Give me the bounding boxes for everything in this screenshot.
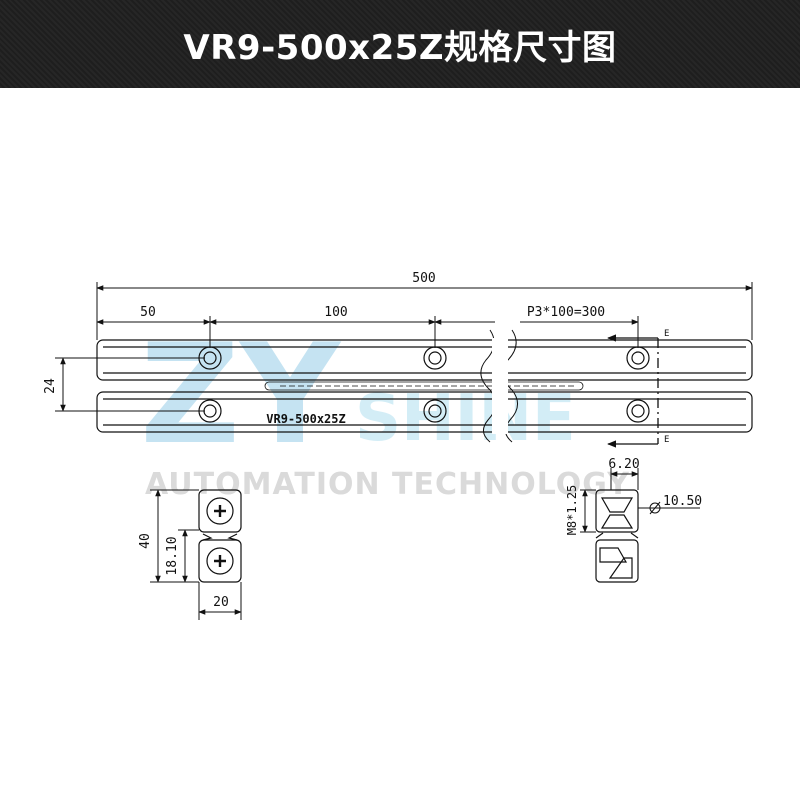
dim-height	[55, 357, 205, 412]
technical-drawing: ZY SHINE AUTOMATION TECHNOLOGY 500 50 10…	[43, 271, 753, 620]
section-line	[607, 334, 659, 448]
watermark: ZY SHINE AUTOMATION TECHNOLOGY	[140, 314, 630, 502]
watermark-logo: ZY	[140, 314, 342, 475]
watermark-tagline: AUTOMATION TECHNOLOGY	[145, 467, 630, 502]
watermark-brand: SHINE	[355, 382, 576, 456]
label-end-half: 18.10	[165, 536, 180, 575]
section-mark-bottom: E	[664, 435, 669, 445]
dim-end-view	[150, 489, 242, 620]
page-title: VR9-500x25Z规格尺寸图	[183, 27, 617, 68]
title-bar: VR9-500x25Z规格尺寸图	[0, 0, 800, 88]
dim-total-length	[96, 282, 753, 340]
label-total-length: 500	[412, 271, 435, 286]
mounting-holes	[198, 346, 650, 423]
label-end-width: 40	[138, 533, 153, 549]
rail-bottom	[96, 391, 753, 433]
dim-section-view	[580, 468, 700, 533]
section-mark-top: E	[664, 329, 669, 339]
break-gap	[492, 338, 508, 434]
label-thread: M8*1.25	[565, 485, 579, 536]
label-bore: 10.50	[663, 494, 702, 509]
roller-cage	[264, 381, 584, 391]
label-section-width: 6.20	[608, 457, 639, 472]
end-view	[198, 489, 242, 583]
label-pitch-note: P3*100=300	[527, 305, 605, 320]
label-hole-spacing: 100	[324, 305, 347, 320]
part-label: VR9-500x25Z	[266, 412, 345, 426]
label-height: 24	[43, 378, 58, 394]
label-end-depth: 20	[213, 595, 229, 610]
label-first-hole: 50	[140, 305, 156, 320]
dim-hole-positions	[96, 316, 639, 348]
section-view	[595, 489, 639, 583]
